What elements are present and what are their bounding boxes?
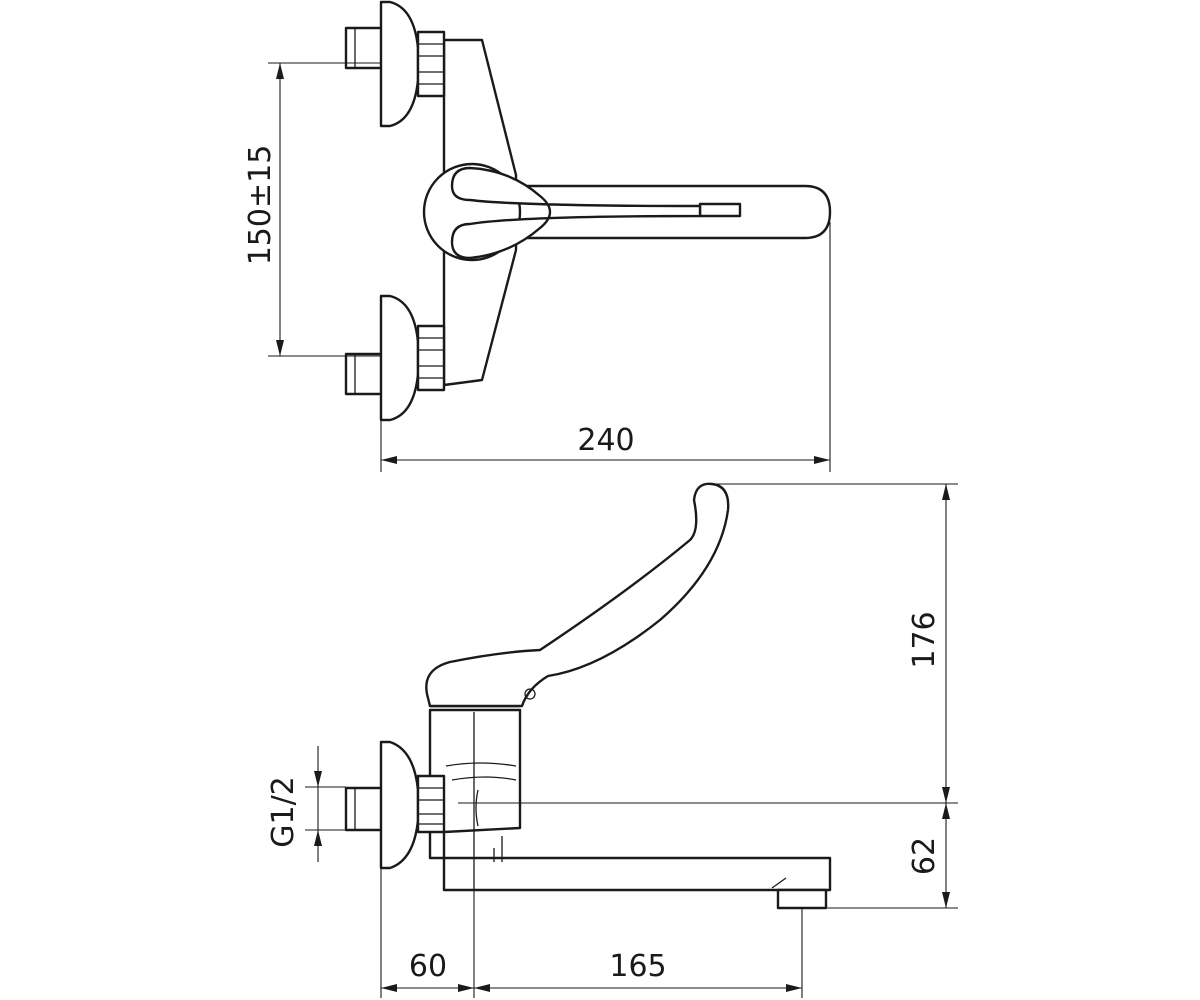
side-view: G1/2 176 62 60 <box>266 482 958 998</box>
side-view-spout <box>442 856 832 892</box>
top-view-handle-slot <box>698 202 742 218</box>
dim-label-total-height: 176 <box>907 611 942 668</box>
dim-inlet-spacing: 150±15 <box>243 62 380 357</box>
dim-label-spout-height: 62 <box>907 837 942 875</box>
dim-label-total-projection: 240 <box>577 423 634 458</box>
side-view-inlet <box>344 740 446 870</box>
dim-total-projection: 240 <box>380 222 831 472</box>
dim-label-wall-to-body: 60 <box>409 949 447 984</box>
dim-thread-size: G1/2 <box>266 746 346 862</box>
top-view-lower-inlet <box>344 294 446 422</box>
dim-label-body-to-outlet: 165 <box>609 949 666 984</box>
side-view-lever <box>425 482 730 708</box>
dim-total-height: 176 <box>458 483 958 804</box>
dim-spout-height: 62 <box>826 803 958 909</box>
side-view-aerator <box>776 888 828 910</box>
dim-label-inlet-spacing: 150±15 <box>243 145 278 266</box>
dim-wall-to-body: 60 <box>380 868 475 998</box>
top-view-lever <box>450 166 702 260</box>
dim-label-thread-size: G1/2 <box>266 776 301 848</box>
top-view: 150±15 240 <box>243 0 832 472</box>
top-view-upper-inlet <box>344 0 446 128</box>
dim-body-to-outlet: 165 <box>474 908 803 998</box>
